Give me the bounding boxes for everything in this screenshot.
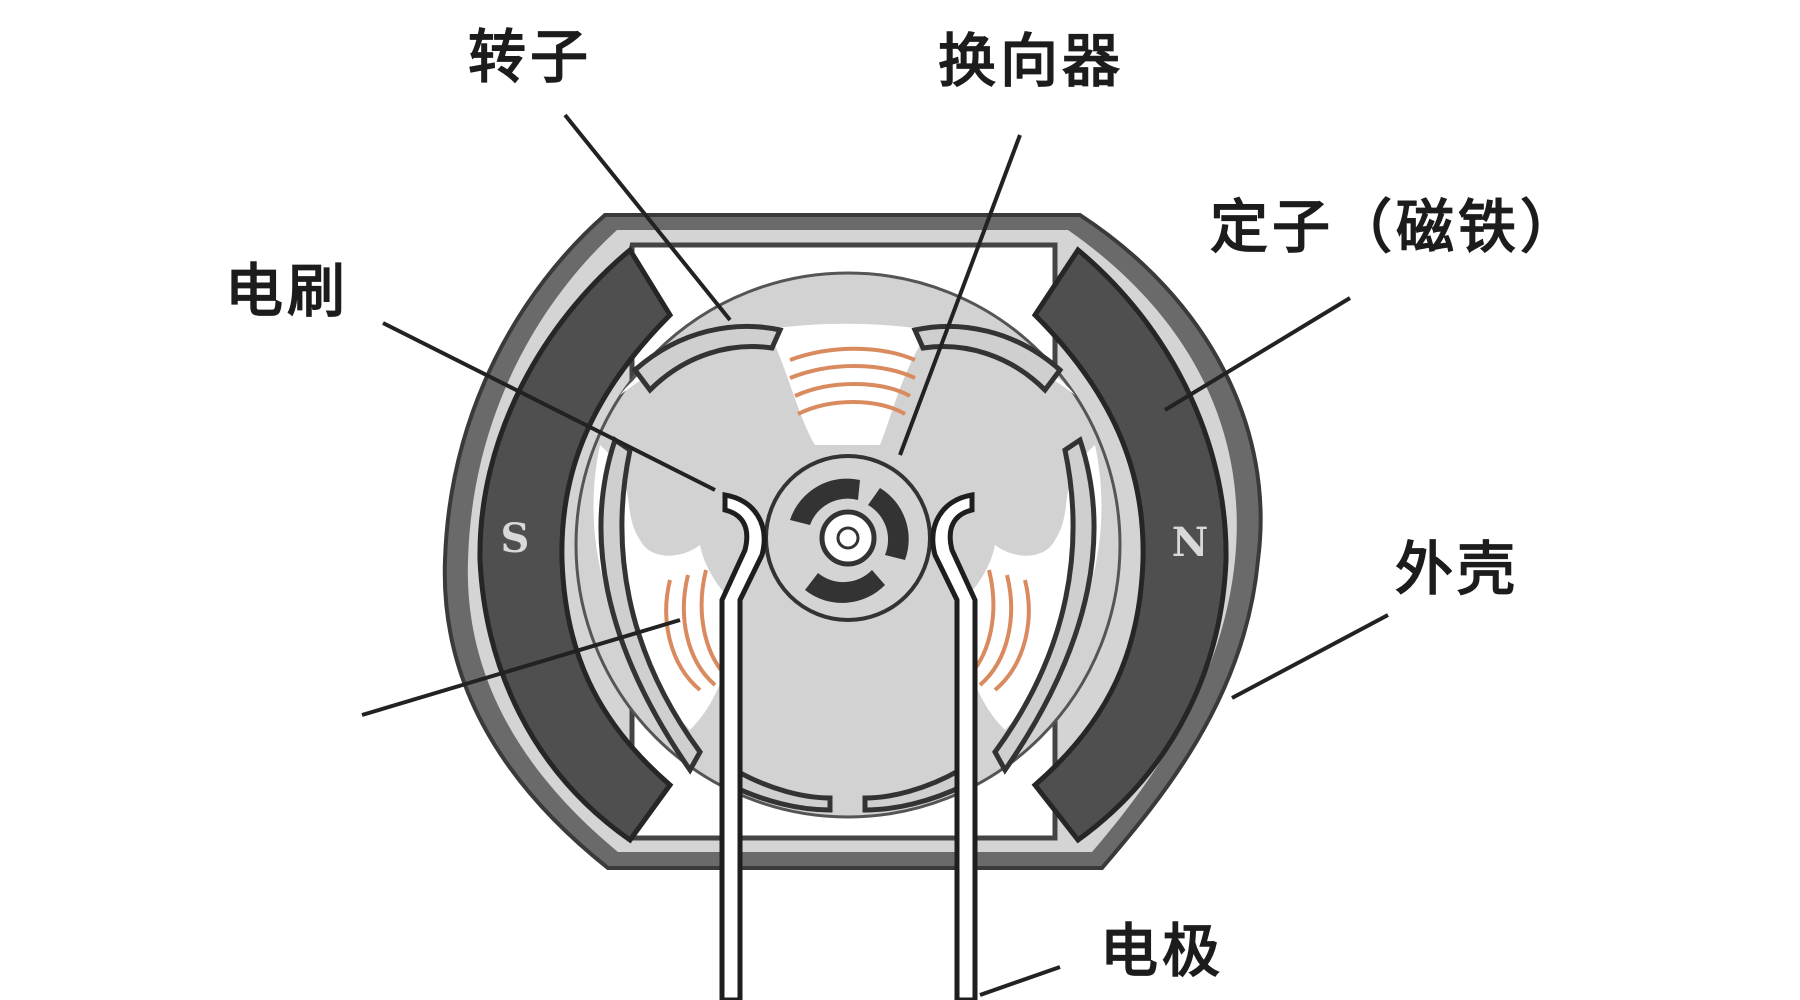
brush-left: [719, 492, 767, 1000]
leader-commutator: [898, 134, 1022, 456]
leader-brush: [382, 321, 716, 492]
pole-shoe-top-right: [911, 323, 1064, 394]
magnet-north: [1031, 246, 1229, 844]
coil-top: [789, 346, 916, 416]
commutator: [764, 454, 932, 622]
commutator-segment-1: [790, 478, 860, 525]
pole-north-label: N: [1172, 519, 1209, 566]
label-housing: 外壳: [1395, 535, 1520, 603]
commutator-segment-2: [868, 488, 909, 560]
pole-south-label: S: [501, 515, 530, 562]
brush-right: [930, 492, 978, 1000]
label-brush: 电刷: [225, 257, 350, 325]
leader-coil: [361, 618, 681, 717]
leader-electrode: [979, 965, 1061, 997]
label-commutator: 换向器: [938, 27, 1125, 95]
pole-shoe-bottom-right: [862, 766, 969, 813]
shaft-core: [836, 526, 860, 550]
label-rotor: 转子: [468, 23, 593, 91]
leader-rotor: [563, 113, 732, 322]
pole-shoe-bottom-left: [726, 766, 833, 813]
leader-lines: [361, 113, 1389, 997]
commutator-segment-3: [805, 570, 885, 603]
pole-shoe-left: [598, 436, 703, 775]
leader-stator: [1163, 296, 1352, 412]
leader-housing: [1231, 613, 1389, 700]
pole-shoe-top-left: [631, 323, 784, 394]
label-stator: 定子（磁铁）: [1210, 193, 1583, 261]
label-electrode: 电极: [1100, 917, 1225, 985]
pole-shoe-right: [992, 436, 1097, 775]
brushes: [719, 492, 978, 1000]
